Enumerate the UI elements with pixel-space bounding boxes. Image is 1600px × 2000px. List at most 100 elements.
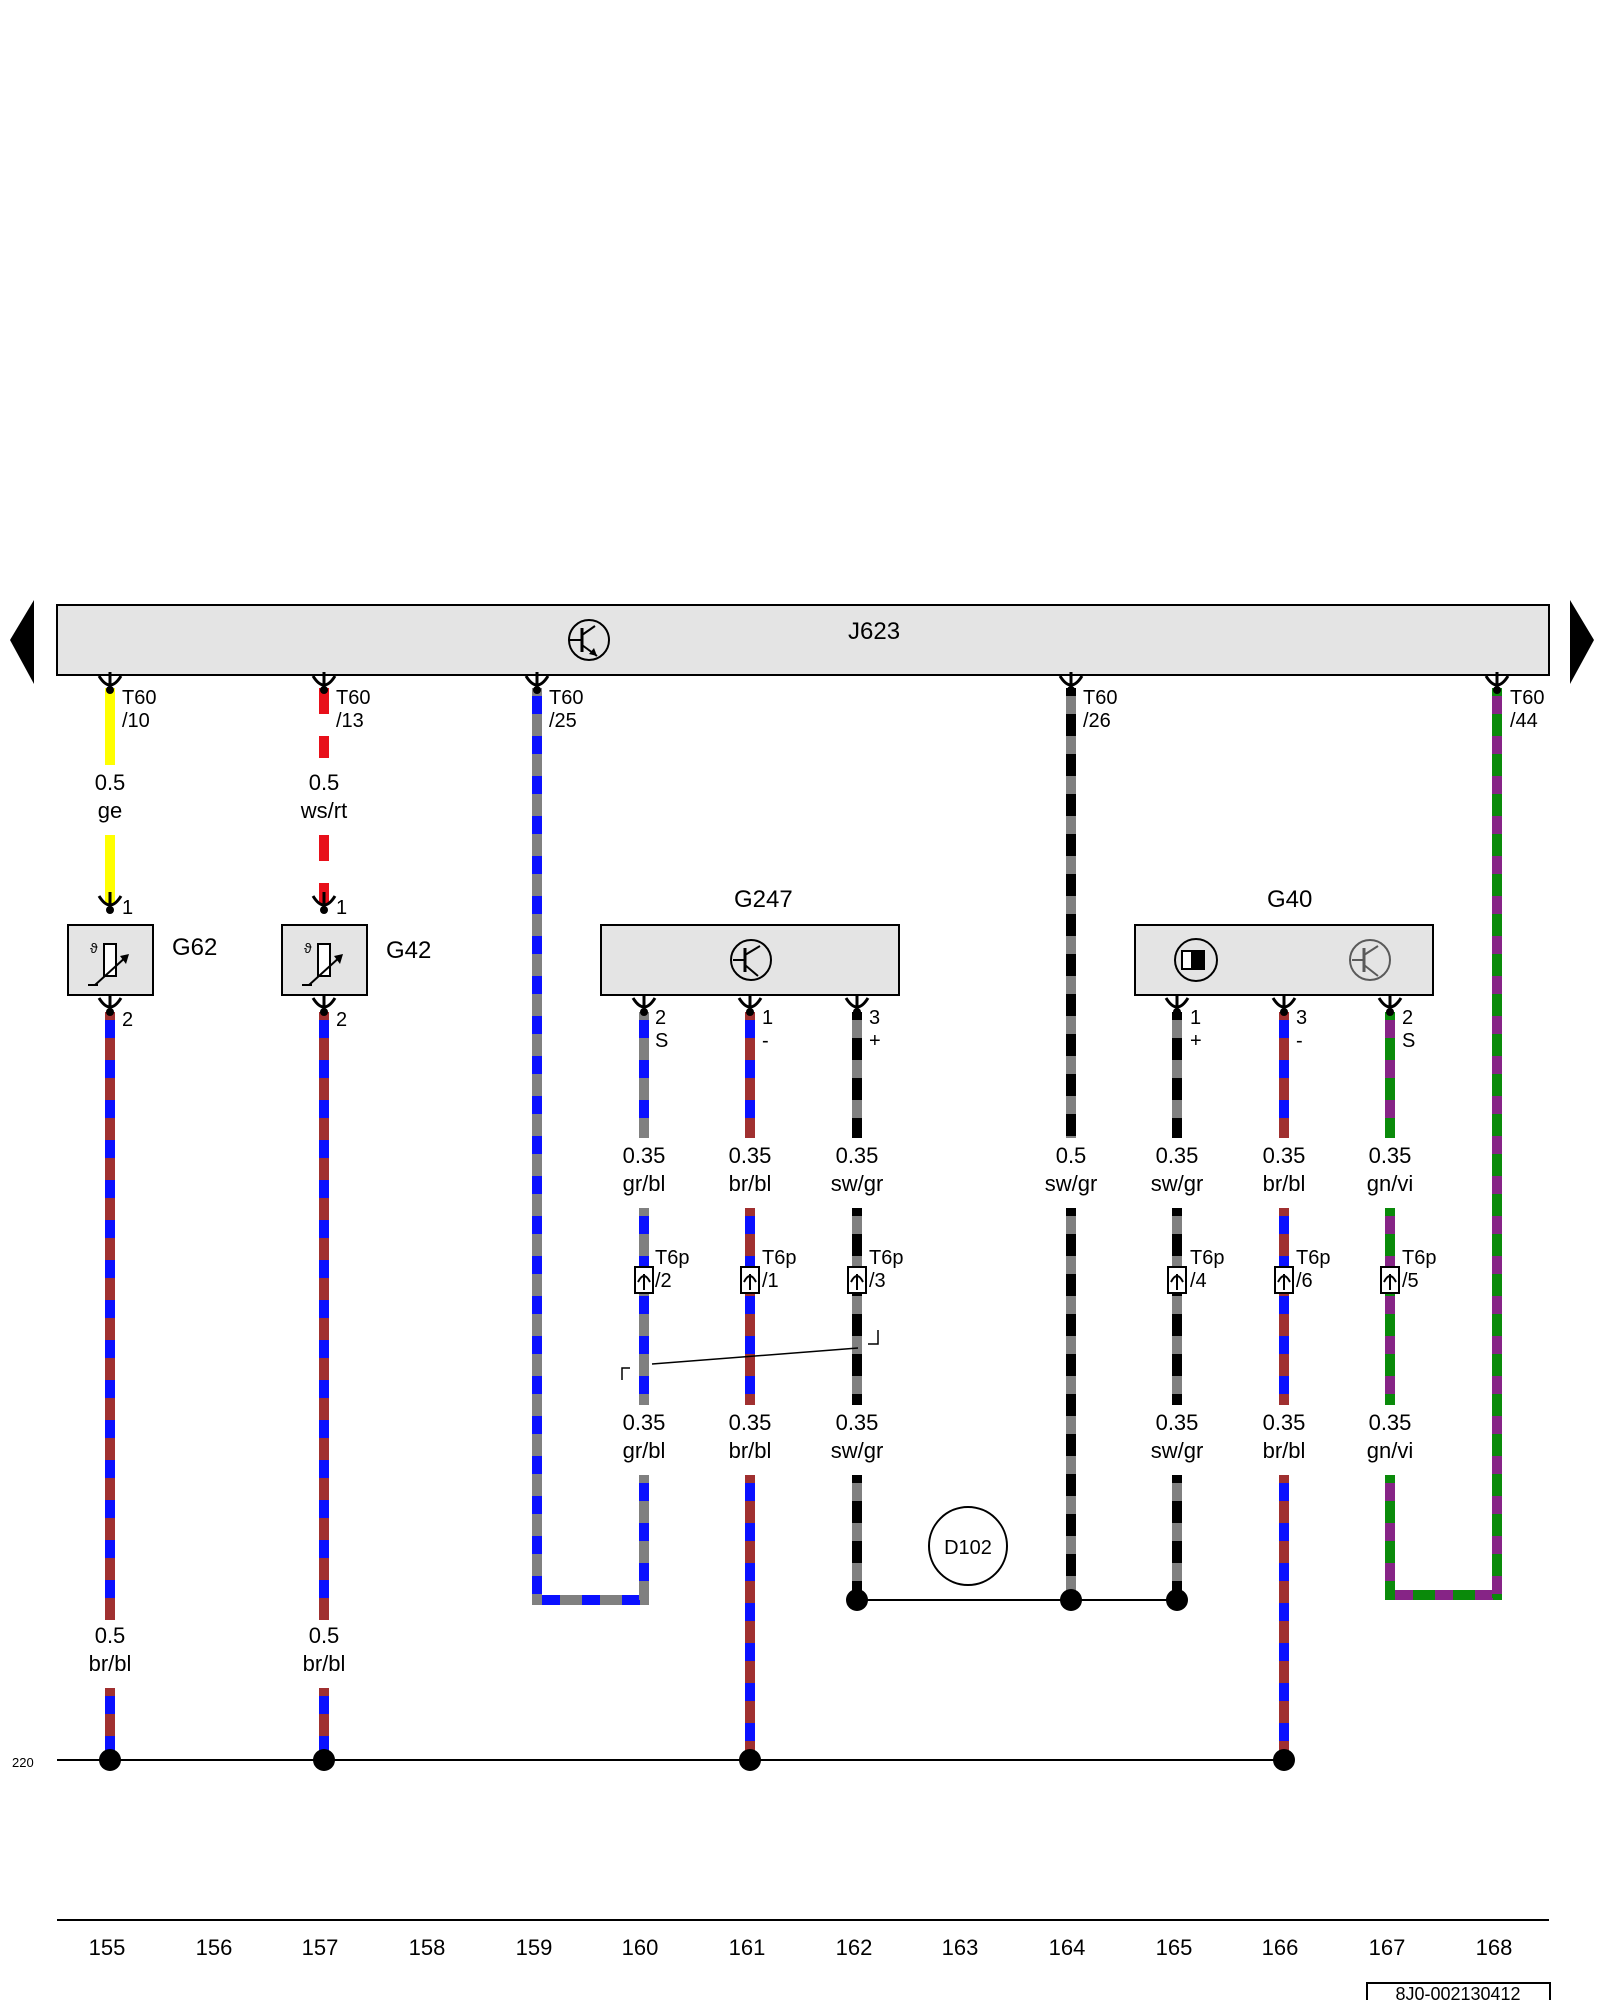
control-unit-j623 xyxy=(56,604,1550,676)
wire-stripe xyxy=(1395,1590,1413,1600)
wire-stripe xyxy=(1279,1336,1289,1354)
junction-dot xyxy=(1166,1589,1188,1611)
wire-stripe xyxy=(1492,1576,1502,1594)
pin-label: T6p xyxy=(762,1247,796,1269)
wire-size-label: 0.35 xyxy=(729,1143,772,1168)
wire-stripe xyxy=(1066,1056,1076,1074)
wire-size-label: 0.35 xyxy=(1369,1410,1412,1435)
wire-stripe xyxy=(542,1595,560,1605)
connector-t6p xyxy=(1274,1266,1294,1294)
next-page-arrow[interactable] xyxy=(1570,600,1594,684)
wire-stripe xyxy=(105,1300,115,1318)
wire-color-label: br/bl xyxy=(303,1651,346,1676)
wire-stripe xyxy=(639,1100,649,1118)
pin-label: + xyxy=(1190,1030,1202,1052)
wire-color-label: sw/gr xyxy=(1151,1171,1204,1196)
connector-pin xyxy=(311,892,337,914)
pin-label: 2 xyxy=(122,1009,133,1031)
wire-stripe xyxy=(639,1336,649,1354)
wire-stripe xyxy=(105,688,115,765)
wire-stripe xyxy=(639,1376,649,1394)
wire-stripe xyxy=(1435,1590,1453,1600)
pin-label: 1 xyxy=(762,1007,773,1029)
wire-stripe xyxy=(745,1683,755,1701)
wire-stripe xyxy=(1385,1296,1395,1314)
wire-stripe xyxy=(1279,1603,1289,1621)
wire-stripe xyxy=(319,835,329,845)
wire-stripe xyxy=(105,1260,115,1278)
pin-label: /6 xyxy=(1296,1270,1313,1292)
wire-stripe xyxy=(319,843,329,861)
wire-stripe xyxy=(319,1460,329,1478)
wire-stripe xyxy=(532,1096,542,1114)
pin-label: 1 xyxy=(122,897,133,919)
connector-t6p xyxy=(634,1266,654,1294)
wire-stripe xyxy=(319,1260,329,1278)
wire-stripe xyxy=(1492,1376,1502,1394)
wire-stripe xyxy=(105,1688,115,1760)
pin-label: T6p xyxy=(655,1247,689,1269)
sensor-g40 xyxy=(1134,924,1434,996)
wire-stripe xyxy=(1492,1096,1502,1114)
wire-size-label: 0.35 xyxy=(623,1143,666,1168)
wire-stripe xyxy=(105,1540,115,1558)
junction-dots xyxy=(99,1589,1295,1771)
wire-stripe xyxy=(1172,1296,1182,1314)
transistor-icon xyxy=(1349,939,1391,981)
wire-stripe xyxy=(105,1100,115,1118)
wire-stripe xyxy=(105,1500,115,1518)
wire-color-label: br/bl xyxy=(1263,1438,1306,1463)
wire-stripe xyxy=(1066,1536,1076,1554)
wire-stripe xyxy=(745,1483,755,1501)
pin-label: S xyxy=(1402,1030,1415,1052)
wire-stripe xyxy=(319,1100,329,1118)
pin-label: 2 xyxy=(655,1007,666,1029)
pin-label: T60 xyxy=(1083,687,1117,709)
wire-size-label: 0.35 xyxy=(729,1410,772,1435)
wire-stripe xyxy=(319,1380,329,1398)
pin-label: T6p xyxy=(1190,1247,1224,1269)
sensor-g62-label: G62 xyxy=(172,934,217,961)
wire-stripe xyxy=(1492,1256,1502,1274)
connector-pin xyxy=(1484,672,1510,694)
pin-label: T6p xyxy=(1296,1247,1330,1269)
junction-dot xyxy=(739,1749,761,1771)
wire-stripe xyxy=(745,1060,755,1078)
wire-stripe xyxy=(852,1563,862,1581)
pin-label: T6p xyxy=(869,1247,903,1269)
wire-stripe xyxy=(1066,1496,1076,1514)
previous-page-arrow[interactable] xyxy=(10,600,34,684)
wire-stripe xyxy=(1492,1216,1502,1234)
wire-stripe xyxy=(319,748,329,758)
wire-stripe xyxy=(1492,1176,1502,1194)
wire-stripe xyxy=(745,1523,755,1541)
wire-stripe xyxy=(319,1220,329,1238)
wire-stripe xyxy=(1066,736,1076,754)
column-number: 161 xyxy=(729,1935,766,1960)
wire-color-label: sw/gr xyxy=(831,1438,884,1463)
wire-stripe xyxy=(1492,736,1502,754)
pin-label: /25 xyxy=(549,710,577,732)
wire-stripe xyxy=(852,1216,862,1234)
wire-stripe xyxy=(1475,1590,1493,1600)
wire-stripe xyxy=(1385,1060,1395,1078)
wire-stripe xyxy=(319,1340,329,1358)
connector-pin xyxy=(97,994,123,1016)
wire-size-label: 0.5 xyxy=(95,770,126,795)
wire-stripe xyxy=(639,1483,649,1501)
pin-label: 3 xyxy=(869,1007,880,1029)
pin-label: /3 xyxy=(869,1270,886,1292)
wire-stripe xyxy=(1066,896,1076,914)
wire-stripe xyxy=(1385,1563,1395,1581)
pin-label: 3 xyxy=(1296,1007,1307,1029)
pin-label: T60 xyxy=(1510,687,1544,709)
wire-stripe xyxy=(1066,816,1076,834)
wire-stripe xyxy=(532,1536,542,1554)
connector-pin xyxy=(97,672,123,694)
wire-stripe xyxy=(1172,1256,1182,1274)
wire-stripe xyxy=(1279,1523,1289,1541)
column-number: 164 xyxy=(1049,1935,1086,1960)
wire-stripe xyxy=(319,1580,329,1598)
wire-size-label: 0.35 xyxy=(1263,1143,1306,1168)
wire-stripe xyxy=(1492,1456,1502,1474)
